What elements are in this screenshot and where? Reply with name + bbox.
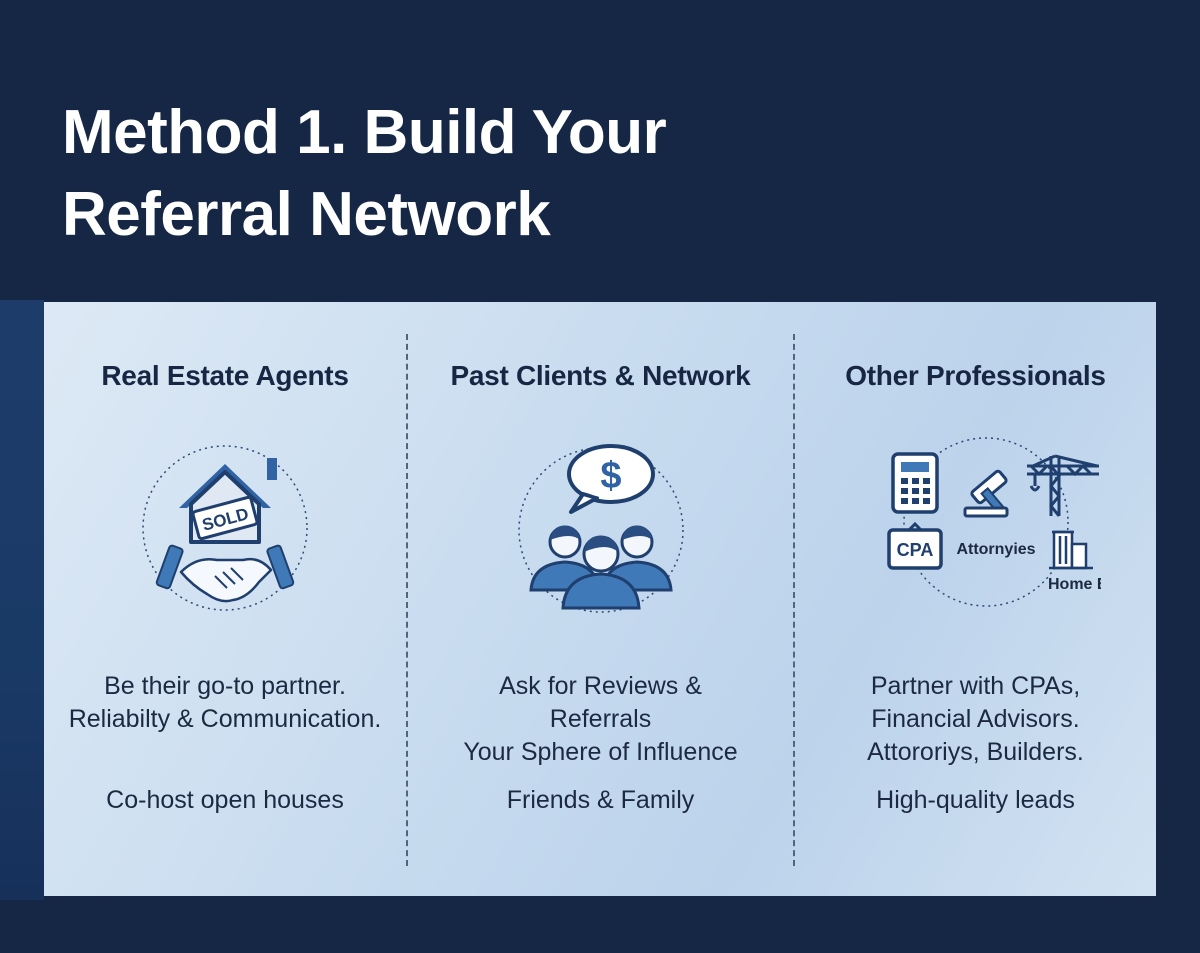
cpa-sign-icon: CPA xyxy=(886,521,943,570)
description-line: Your Sphere of Influence xyxy=(463,738,738,766)
description-line: Partner with CPAs, xyxy=(870,672,1081,700)
column-real-estate-agents: Real Estate Agents SOLD Be their go-to p… xyxy=(44,302,406,896)
column-past-clients: Past Clients & Network $ Ask for Reviews… xyxy=(408,302,793,896)
description-line: Financial Advisors. xyxy=(871,705,1080,733)
page-title: Method 1. Build Your Referral Network xyxy=(62,92,667,256)
gavel-icon xyxy=(963,469,1008,518)
column-tip: Friends & Family xyxy=(506,786,695,814)
description-line: Referrals xyxy=(549,705,652,733)
crane-icon xyxy=(1026,454,1099,517)
column-tip: Co-host open houses xyxy=(106,786,344,814)
attorneys-label: Attornyies xyxy=(956,541,1035,558)
column-description: Be their go-to partner. Reliabilty & Com… xyxy=(44,670,406,736)
buildings-icon xyxy=(1048,530,1093,570)
column-divider xyxy=(793,334,795,866)
cpa-label: CPA xyxy=(896,540,933,560)
column-description: Partner with CPAs, Financial Advisors. A… xyxy=(795,670,1156,769)
description-line: Ask for Reviews & xyxy=(499,672,702,700)
people-speech-dollar-icon: $ xyxy=(517,444,684,613)
professionals-cluster-icon: CPA Attornyies Home Builders xyxy=(886,437,1101,607)
column-heading: Past Clients & Network xyxy=(450,360,751,391)
column-description: Ask for Reviews & Referrals Your Sphere … xyxy=(408,670,793,769)
title-line-2: Referral Network xyxy=(62,180,551,249)
home-builders-label: Home Builders xyxy=(1048,576,1101,593)
column-other-professionals: Other Professionals xyxy=(795,302,1156,896)
column-tip: High-quality leads xyxy=(876,786,1075,814)
house-sold-handshake-icon: SOLD xyxy=(142,445,308,611)
column-heading: Real Estate Agents xyxy=(101,360,349,391)
description-line: Be their go-to partner. xyxy=(104,672,346,700)
description-line: Attororiys, Builders. xyxy=(867,738,1084,766)
description-line: Reliabilty & Communication. xyxy=(68,705,382,733)
dollar-sign-text: $ xyxy=(600,455,621,497)
column-heading: Other Professionals xyxy=(845,360,1106,391)
title-line-1: Method 1. Build Your xyxy=(62,98,667,167)
side-band xyxy=(0,300,44,900)
calculator-icon xyxy=(890,452,939,514)
column-divider xyxy=(406,334,408,866)
